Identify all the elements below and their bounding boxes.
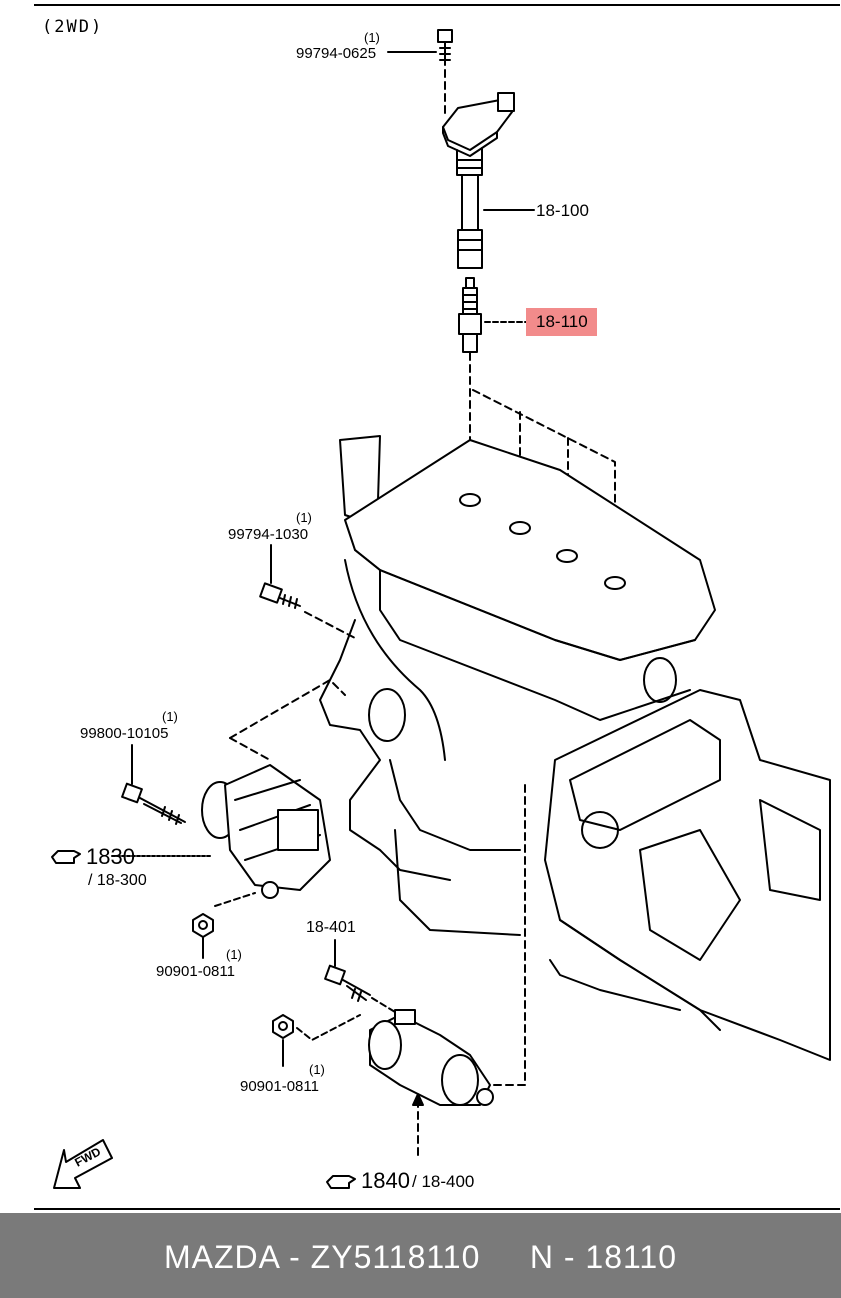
bolt-mid-qty: (1) [296, 510, 312, 525]
variant-note: (2WD) [42, 17, 104, 37]
hand-pointer-1830 [51, 850, 81, 864]
top-rule [34, 4, 840, 6]
bolt-alt-part-number: 99800-10105 [80, 725, 169, 742]
alternator-ref: 1830 [86, 844, 135, 869]
top-bolt-drawing [437, 29, 453, 66]
alternator-nut-drawing [192, 913, 214, 938]
starter-nut-drawing [272, 1014, 294, 1039]
starter-motor-drawing [368, 1009, 494, 1106]
nut-start-qty: (1) [309, 1062, 325, 1077]
starter-bolt-part-number: 18-401 [306, 919, 356, 936]
bottom-rule [34, 1208, 840, 1210]
starter-sub-ref: / 18-400 [412, 1172, 475, 1191]
coil-part-number: 18-100 [536, 201, 589, 220]
mid-bolt-drawing [259, 582, 301, 609]
alternator-drawing [201, 679, 346, 899]
footer-text: MAZDA - ZY5118110 N - 18110 [164, 1239, 677, 1275]
bolt-top-part-number: 99794-0625 [296, 45, 377, 62]
bolt-top-qty: (1) [364, 30, 380, 45]
footer-bar: MAZDA - ZY5118110 N - 18110 [0, 1213, 841, 1298]
nut-start-part-number: 90901-0811 [240, 1078, 319, 1095]
alternator-sub-ref: / 18-300 [88, 872, 147, 889]
spark-plug-part-number: 18-110 [536, 312, 588, 331]
ignition-coil-drawing [442, 92, 515, 269]
starter-ref: 1840 [361, 1168, 410, 1193]
hand-pointer-1840 [326, 1175, 356, 1189]
highlight-box [526, 308, 597, 336]
starter-bolt-drawing [324, 964, 371, 1002]
nut-alt-qty: (1) [226, 947, 242, 962]
alternator-bolt-drawing [121, 782, 186, 825]
nut-alt-part-number: 90901-0811 [156, 963, 235, 980]
fwd-arrow-drawing [53, 1139, 113, 1189]
exploded-parts-diagram [51, 29, 831, 1189]
bolt-mid-part-number: 99794-1030 [228, 526, 309, 543]
engine-drawing [319, 435, 831, 1061]
bolt-alt-qty: (1) [162, 709, 178, 724]
spark-plug-drawing [458, 277, 482, 361]
